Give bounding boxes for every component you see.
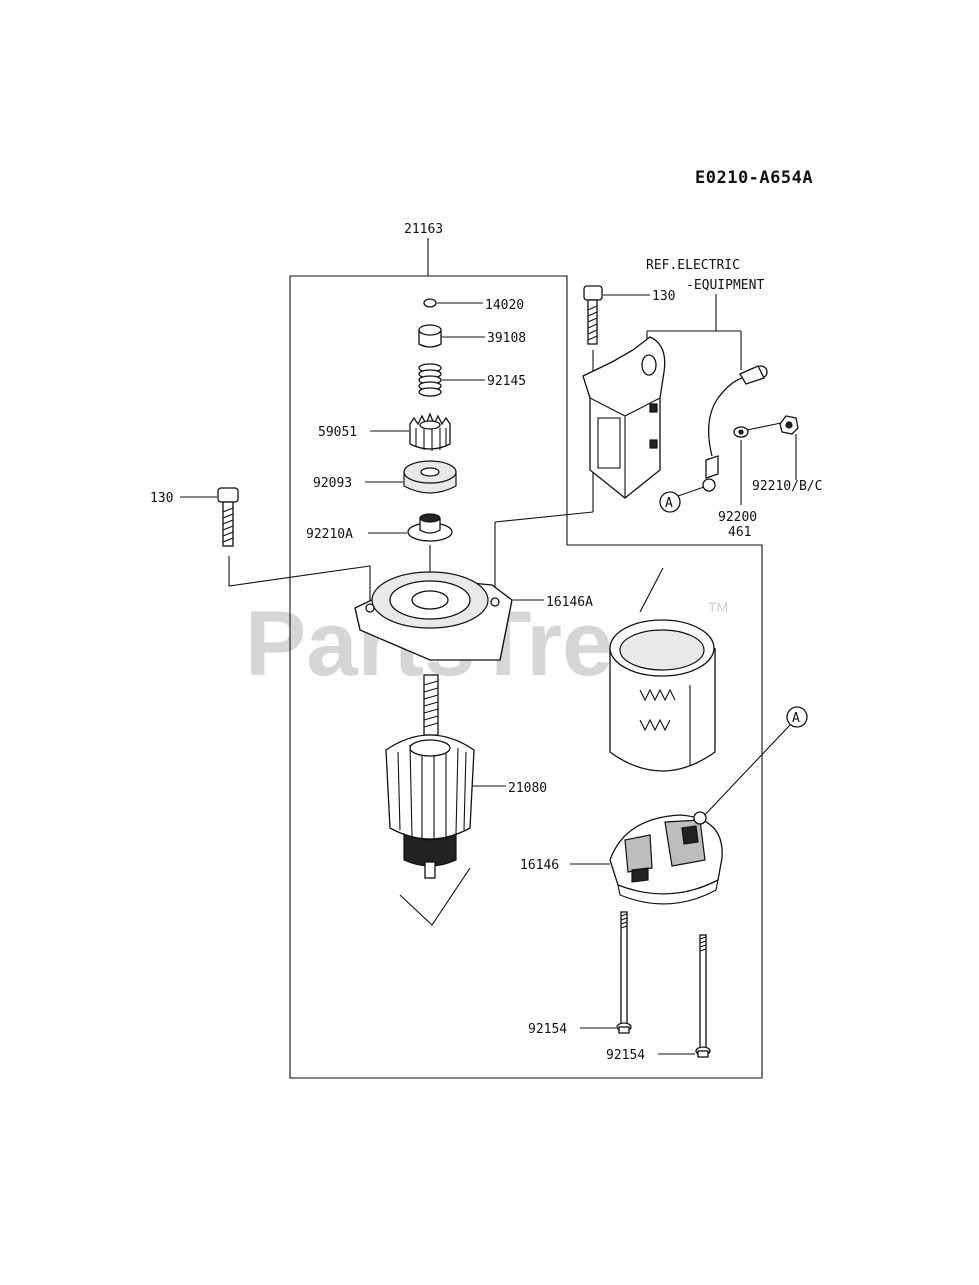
label-washer-large[interactable]: 92093 xyxy=(313,476,352,491)
svg-text:A: A xyxy=(665,496,673,511)
label-armature[interactable]: 21080 xyxy=(508,781,547,796)
assembly-frame xyxy=(289,238,763,1079)
callout-a-right: A xyxy=(699,706,808,821)
label-nut[interactable]: 92210/B/C xyxy=(752,479,822,494)
ring-part xyxy=(423,298,437,308)
ref-note-leader xyxy=(646,294,742,370)
solenoid-part xyxy=(582,336,666,499)
washer-small-part xyxy=(733,426,749,438)
diagram-code: E0210-A654A xyxy=(695,168,813,188)
bushing-part xyxy=(407,513,453,542)
label-bolt-left[interactable]: 130 xyxy=(150,491,173,506)
label-pinion-gear[interactable]: 59051 xyxy=(318,425,357,440)
trademark: TM xyxy=(708,599,728,615)
nut-part xyxy=(779,415,799,435)
through-bolt-2-part xyxy=(695,934,711,1058)
label-collar[interactable]: 39108 xyxy=(487,331,526,346)
collar-part xyxy=(418,324,442,348)
callout-a-top: A xyxy=(659,486,705,513)
armature-leader xyxy=(399,867,471,926)
through-bolt-1-part xyxy=(616,911,632,1034)
label-through-bolt-2[interactable]: 92154 xyxy=(606,1048,645,1063)
label-spring[interactable]: 92145 xyxy=(487,374,526,389)
armature-part xyxy=(385,674,475,879)
bolt-left-part xyxy=(217,487,239,547)
label-through-bolt-1[interactable]: 92154 xyxy=(528,1022,567,1037)
svg-text:A: A xyxy=(792,711,800,726)
brush-holder-part xyxy=(609,811,723,905)
label-washer-small-alt[interactable]: 461 xyxy=(728,525,751,540)
spring-part xyxy=(418,363,442,397)
front-cover-part xyxy=(354,571,513,661)
pinion-gear-part xyxy=(409,412,451,451)
cable-part xyxy=(702,365,768,492)
washer-large-part xyxy=(403,460,457,494)
ref-note-line2: -EQUIPMENT xyxy=(686,278,764,293)
label-assembly[interactable]: 21163 xyxy=(404,222,443,237)
bolt-top-part xyxy=(583,285,603,345)
label-bolt-top[interactable]: 130 xyxy=(652,289,675,304)
label-front-cover[interactable]: 16146A xyxy=(546,595,593,610)
ref-note-line1: REF.ELECTRIC xyxy=(646,258,740,273)
label-ring[interactable]: 14020 xyxy=(485,298,524,313)
label-brush-holder[interactable]: 16146 xyxy=(520,858,559,873)
label-washer-small[interactable]: 92200 xyxy=(718,510,757,525)
yoke-housing-part xyxy=(609,619,716,772)
label-bushing[interactable]: 92210A xyxy=(306,527,353,542)
